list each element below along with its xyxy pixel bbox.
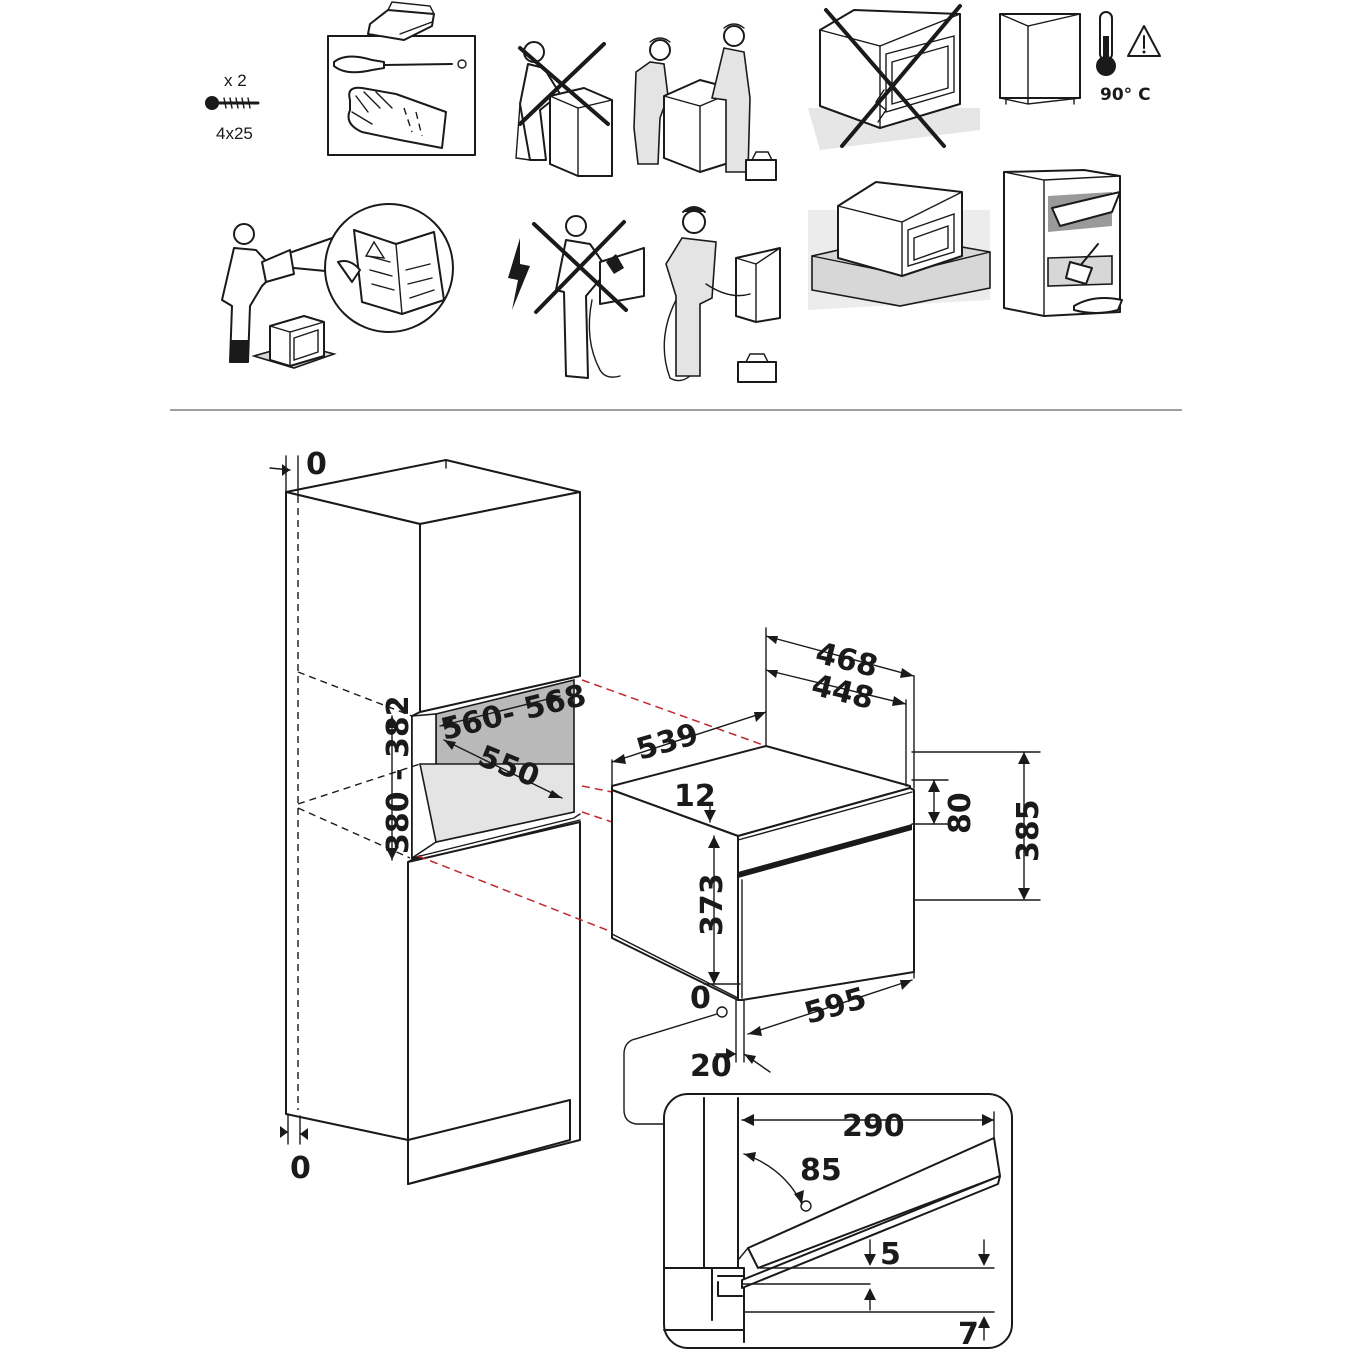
step-height: 5: [880, 1237, 901, 1272]
electrician-pictogram: [663, 206, 781, 383]
body-height: 373: [695, 873, 730, 936]
temperature-label: 90° C: [1100, 85, 1151, 105]
screw-size: 4x25: [216, 124, 253, 143]
person-reading-icon: [221, 223, 295, 363]
brush-icon: [1065, 243, 1099, 285]
cabinet-gap-bottom: 0: [290, 1151, 311, 1186]
toolbox-icon: [745, 151, 777, 181]
detail-marker: [716, 1006, 728, 1018]
electrical-hazard-pictogram: [508, 215, 645, 379]
warning-icon: [1127, 25, 1161, 57]
electrician-icon: [665, 206, 717, 377]
toolbox-icon: [737, 353, 777, 383]
base-gap: 0: [690, 981, 711, 1016]
niche-height: 380 - 382: [381, 695, 416, 854]
worker-left-icon: [633, 37, 671, 165]
heat-resistance-pictogram: 90° C: [999, 11, 1161, 105]
front-offset: 12: [674, 779, 716, 814]
lightning-icon: [508, 238, 530, 310]
person-plugging-icon: [555, 215, 609, 379]
dustpan-icon: [1073, 297, 1123, 314]
panel-height: 80: [943, 792, 978, 834]
manual-icon: [337, 229, 445, 315]
screw-icon: [205, 96, 260, 110]
oven: [611, 745, 915, 1001]
screw-pictogram: x 2 4x25: [205, 71, 260, 143]
clean-cabinet-pictogram: [1003, 169, 1123, 317]
screwdriver-icon: [333, 55, 467, 74]
door-depth: 290: [842, 1109, 905, 1144]
oven-width-body: 539: [633, 717, 703, 768]
oven-dimensions: [611, 627, 1041, 1125]
niche-dimensions: [386, 694, 563, 861]
tall-cabinet: [269, 455, 581, 1185]
worker-right-icon: [711, 23, 751, 173]
door-angle: 85: [800, 1153, 842, 1188]
front-thickness: 20: [690, 1049, 732, 1084]
level-surface-pictogram: [808, 181, 991, 310]
tools-pictogram: [327, 1, 476, 156]
door-detail: [663, 1093, 1013, 1349]
read-manual-pictogram: [221, 203, 454, 369]
gloves-icon: [347, 86, 447, 149]
screw-quantity: x 2: [224, 71, 247, 90]
thermometer-icon: [1096, 11, 1116, 76]
damaged-appliance-pictogram: [808, 4, 980, 150]
cabinet-gap-top: 0: [306, 447, 327, 482]
oven-icon: [837, 181, 963, 277]
base-clearance: 7: [958, 1317, 979, 1352]
alignment-lines: [417, 679, 767, 933]
lift-together-pictogram: [633, 23, 777, 181]
front-height: 385: [1011, 799, 1046, 862]
lift-alone-pictogram: [515, 41, 613, 177]
toolbox-icon: [367, 1, 435, 41]
small-oven-icon: [269, 315, 325, 367]
